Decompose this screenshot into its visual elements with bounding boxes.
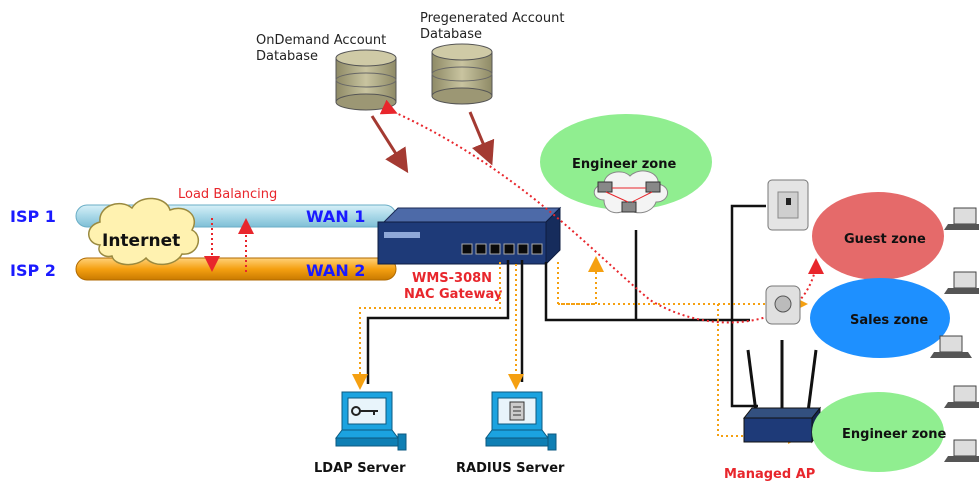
- sales-zone-ellipse: [810, 278, 950, 358]
- engineer-laptop-icon-2: [944, 439, 979, 462]
- ondemand-db-arrow: [370, 115, 409, 174]
- guest-laptop-icon: [944, 207, 979, 230]
- engineer-zone-cloud-icon: [593, 170, 668, 214]
- managed-ap-label: Managed AP: [724, 467, 815, 482]
- nac-gateway-device: [377, 206, 562, 266]
- engineer-zone-bottom-label: Engineer zone: [842, 427, 946, 442]
- isp2-label: ISP 2: [10, 261, 56, 280]
- gateway-type-label: NAC Gateway: [404, 287, 503, 302]
- sales-laptop-icon-2: [930, 335, 972, 358]
- engineer-laptop-icon-1: [944, 385, 979, 408]
- guest-zone-label: Guest zone: [844, 232, 926, 247]
- ldap-server-label: LDAP Server: [314, 461, 406, 476]
- load-balancing-label: Load Balancing: [178, 187, 277, 202]
- pregenerated-db-label-line2: Database: [420, 27, 482, 42]
- sales-laptop-icon-1: [944, 271, 979, 294]
- pregenerated-db-label-line1: Pregenerated Account: [420, 11, 564, 26]
- ondemand-database-icon: [335, 49, 397, 111]
- pregenerated-database-icon: [431, 43, 493, 105]
- guest-zone-ellipse: [812, 192, 944, 280]
- engineer-zone-top-label: Engineer zone: [572, 157, 676, 172]
- wan2-label: WAN 2: [306, 261, 365, 280]
- gateway-model-label: WMS-308N: [412, 271, 492, 286]
- engineer-zone-top-ellipse: [540, 114, 712, 210]
- managed-ap-device-icon: [742, 340, 822, 444]
- radius-server-icon: [485, 391, 557, 451]
- ondemand-db-label-line2: Database: [256, 49, 318, 64]
- internet-label: Internet: [102, 231, 180, 251]
- engineer-zone-bottom-ellipse: [812, 392, 944, 472]
- wan1-label: WAN 1: [306, 207, 365, 226]
- internet-cloud-icon: [88, 197, 200, 266]
- ldap-server-icon: [335, 391, 407, 451]
- sales-access-point-icon: [765, 285, 801, 325]
- isp1-label: ISP 1: [10, 207, 56, 226]
- pregenerated-db-arrow: [468, 111, 495, 166]
- radius-server-label: RADIUS Server: [456, 461, 565, 476]
- guest-access-point-icon: [767, 179, 809, 231]
- sales-zone-label: Sales zone: [850, 313, 928, 328]
- red-flow-curve: [379, 99, 824, 324]
- ondemand-db-label-line1: OnDemand Account: [256, 33, 386, 48]
